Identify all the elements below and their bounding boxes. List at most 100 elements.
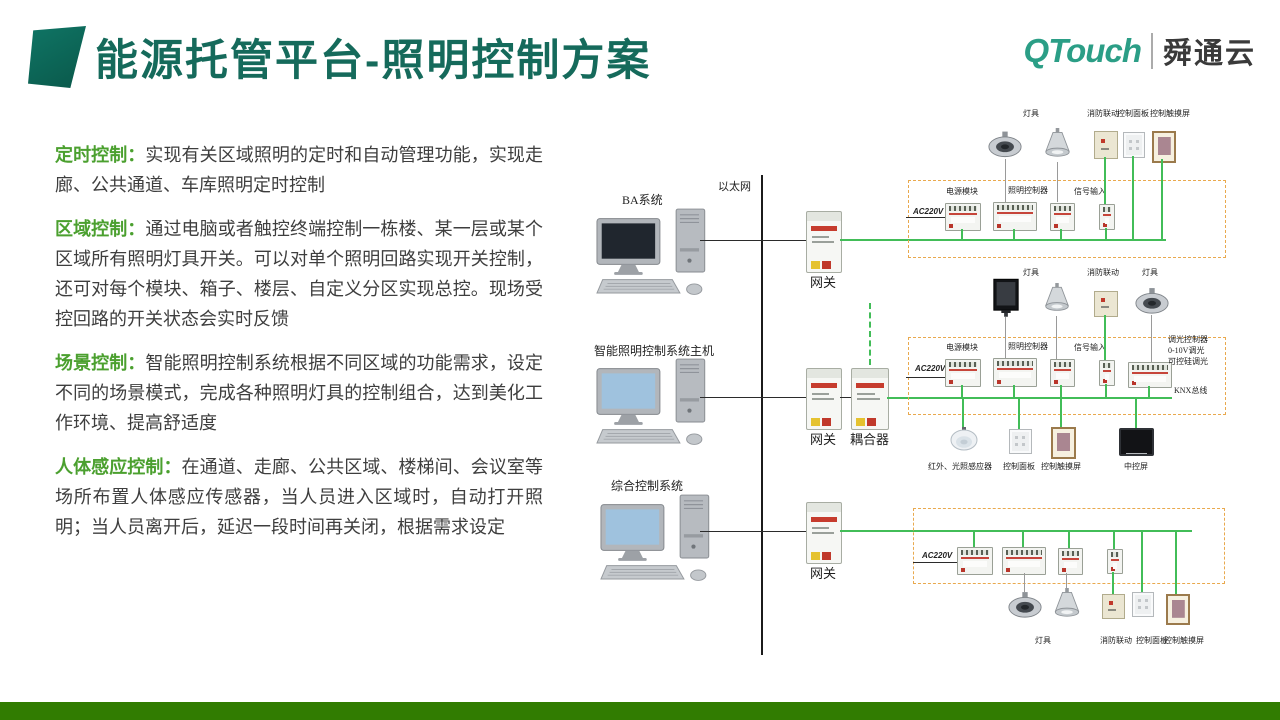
- fire-label-2: 消防联动: [1087, 268, 1119, 277]
- flood-lamp-icon: [993, 278, 1019, 318]
- lamp-stem-line: [1024, 573, 1025, 592]
- lighting-controller-1b: [1050, 203, 1075, 231]
- central-screen-icon: [1119, 428, 1154, 456]
- bus-stub: [1060, 385, 1062, 397]
- ba-system-computer: [596, 208, 706, 296]
- bus-stub: [1068, 531, 1070, 548]
- bus-stub: [1148, 386, 1150, 397]
- brand-logo: QTouch 舜通云: [1024, 30, 1256, 72]
- gateway-label-2: 网关: [810, 432, 837, 447]
- gateway-label-3: 网关: [810, 566, 837, 581]
- touch-label-3: 控制触摸屏: [1164, 636, 1204, 645]
- gateway-coupler-line: [840, 397, 851, 398]
- lighting-host-computer: [596, 358, 706, 446]
- drop-line: [1135, 399, 1137, 428]
- bus-line-3: [840, 530, 1192, 532]
- ac220v-line-1: [906, 217, 945, 218]
- coupler-module: [851, 368, 889, 430]
- lamp-stem-line: [1056, 316, 1057, 359]
- coupler-label: 耦合器: [850, 432, 890, 447]
- bus-stub: [1105, 228, 1107, 239]
- signal-input-3: [1107, 549, 1123, 574]
- ufo-lamp-icon: [1008, 591, 1042, 618]
- bell-lamp-icon: [1054, 587, 1080, 617]
- ethernet-line: [761, 175, 763, 655]
- central-screen-label: 中控屏: [1124, 462, 1148, 471]
- control-panel-icon: [1123, 132, 1145, 158]
- area-box-1: [908, 180, 1226, 258]
- area-box-3: [913, 508, 1225, 584]
- logo-divider: [1150, 33, 1153, 69]
- lamp-label-2b: 灯具: [1142, 268, 1158, 277]
- signal-input-2: [1099, 360, 1115, 386]
- lighting-controller-2b: [1050, 359, 1075, 387]
- bullet-timing-text: 实现有关区域照明的定时和自动管理功能，实现走廊、公共通道、车库照明定时控制: [55, 145, 544, 195]
- drop-line: [1132, 156, 1134, 239]
- logo-brand-text: QTouch: [1023, 32, 1142, 69]
- pc1-link-line: [700, 240, 806, 241]
- drop-line: [1018, 399, 1020, 429]
- bus-stub: [973, 531, 975, 547]
- integrated-system-computer: [600, 494, 710, 582]
- lighting-controller-3b: [1058, 548, 1083, 575]
- ufo-lamp-icon: [1135, 287, 1169, 314]
- power-module-2: [945, 359, 981, 387]
- power-module-3: [957, 547, 993, 575]
- power-module-1: [945, 203, 981, 231]
- lighting-controller-3: [1002, 547, 1046, 575]
- control-panel-icon: [1009, 429, 1032, 454]
- dimmer-label-line1: 调光控制器: [1168, 335, 1208, 344]
- bus-stub: [1022, 531, 1024, 547]
- ethernet-label: 以太网: [718, 181, 751, 193]
- lighting-host-label: 智能照明控制系统主机: [594, 344, 715, 358]
- area-box-2: [908, 337, 1226, 415]
- lighting-controller-label-1: 照明控制器: [1008, 186, 1048, 195]
- integrated-system-label: 综合控制系统: [611, 479, 684, 493]
- signal-input-1: [1099, 204, 1115, 230]
- feature-bullets: 定时控制：实现有关区域照明的定时和自动管理功能，实现走廊、公共通道、车库照明定时…: [55, 140, 543, 556]
- lamp-stem-line: [1005, 317, 1006, 358]
- drop-line: [1112, 572, 1114, 594]
- panel-label-3: 控制面板: [1136, 636, 1168, 645]
- lighting-controller-1: [993, 202, 1037, 231]
- touch-screen-icon: [1051, 427, 1076, 459]
- bullet-motion-text: 在通道、走廊、公共区域、楼梯间、会议室等场所布置人体感应传感器，当人员进入区域时…: [55, 457, 544, 537]
- lamp-stem-line: [1066, 573, 1067, 588]
- lamp-label-3: 灯具: [1035, 636, 1051, 645]
- pc3-link-line: [700, 531, 806, 532]
- fire-linkage-panel-icon: [1094, 291, 1118, 317]
- knx-bus-label: KNX总线: [1174, 386, 1208, 395]
- dimmer-label-line2: 0-10V调光: [1168, 346, 1205, 355]
- drop-line: [962, 399, 964, 427]
- bus-stub: [961, 229, 963, 239]
- bullet-scene: 场景控制：智能照明控制系统根据不同区域的功能需求，设定不同的场景模式，完成各种照…: [55, 348, 543, 438]
- lamp-stem-line: [1151, 315, 1152, 362]
- bullet-motion: 人体感应控制：在通道、走廊、公共区域、楼梯间、会议室等场所布置人体感应传感器，当…: [55, 452, 543, 542]
- lamp-stem-line: [1005, 159, 1006, 202]
- bullet-scene-keyword: 场景控制：: [55, 353, 146, 373]
- dimmer-module: [1128, 362, 1172, 388]
- bus-line-2: [887, 397, 1172, 399]
- ac220v-label-2: AC220V: [915, 364, 946, 373]
- lamp-label-2a: 灯具: [1023, 268, 1039, 277]
- logo-cn-text: 舜通云: [1162, 38, 1256, 70]
- sensor-label: 红外、光照感应器: [928, 462, 992, 471]
- power-module-label-2: 电源模块: [946, 343, 978, 352]
- signal-input-label-2: 信号输入: [1074, 343, 1106, 352]
- gateway-module-1: [806, 211, 842, 273]
- bus-stub: [1060, 229, 1062, 239]
- bus-stub: [1105, 384, 1107, 397]
- bullet-scene-text: 智能照明控制系统根据不同区域的功能需求，设定不同的场景模式，完成各种照明灯具的控…: [55, 353, 544, 433]
- ufo-lamp-icon: [988, 131, 1022, 158]
- drop-line: [1175, 531, 1177, 594]
- fire-label-1: 消防联动: [1087, 109, 1119, 118]
- panel-label-1: 控制面板: [1117, 109, 1149, 118]
- power-module-label-1: 电源模块: [946, 187, 978, 196]
- ac220v-line-2: [906, 377, 945, 378]
- fire-label-3: 消防联动: [1100, 636, 1132, 645]
- bullet-timing-keyword: 定时控制：: [55, 145, 146, 165]
- lamp-stem-line: [1057, 162, 1058, 202]
- bus-stub: [1113, 531, 1115, 549]
- panel-label-2: 控制面板: [1003, 462, 1035, 471]
